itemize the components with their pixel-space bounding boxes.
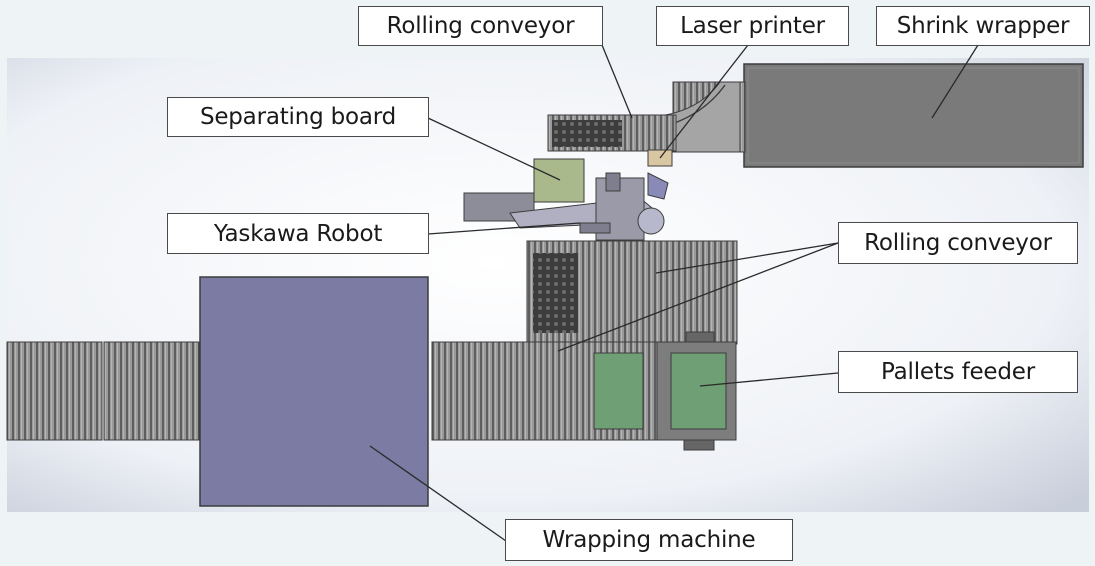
yaskawa-robot <box>463 172 669 241</box>
label-wrapping-machine: Wrapping machine <box>505 519 793 561</box>
wrapping-machine-unit <box>199 276 429 507</box>
pallet-on-conveyor <box>593 352 644 430</box>
leader-rolling-conveyor-right-b <box>557 242 839 352</box>
leader-separating-board <box>427 117 561 181</box>
label-yaskawa-robot: Yaskawa Robot <box>167 213 429 254</box>
leader-pallets-feeder <box>699 372 839 387</box>
leader-rolling-conveyor-right-a <box>655 242 839 274</box>
center-rolling-conveyor <box>526 240 738 345</box>
label-rolling-conveyor-right: Rolling conveyor <box>838 222 1078 264</box>
pallets-feeder-unit <box>656 331 737 451</box>
leader-laser-printer <box>659 44 749 159</box>
separating-board-stack <box>533 158 585 203</box>
label-rolling-conveyor-top: Rolling conveyor <box>358 6 603 46</box>
label-laser-printer: Laser printer <box>656 6 849 46</box>
leader-wrapping-machine <box>369 445 507 542</box>
label-pallets-feeder: Pallets feeder <box>838 351 1078 393</box>
leader-lines <box>369 44 979 542</box>
leader-yaskawa-robot <box>427 222 581 235</box>
label-shrink-wrapper: Shrink wrapper <box>876 6 1090 46</box>
label-separating-board: Separating board <box>167 97 429 137</box>
leader-shrink-wrapper <box>931 44 979 119</box>
leader-rolling-conveyor-top <box>601 44 633 119</box>
top-rolling-conveyor <box>547 114 677 152</box>
shrink-wrapper-machine <box>743 63 1084 168</box>
